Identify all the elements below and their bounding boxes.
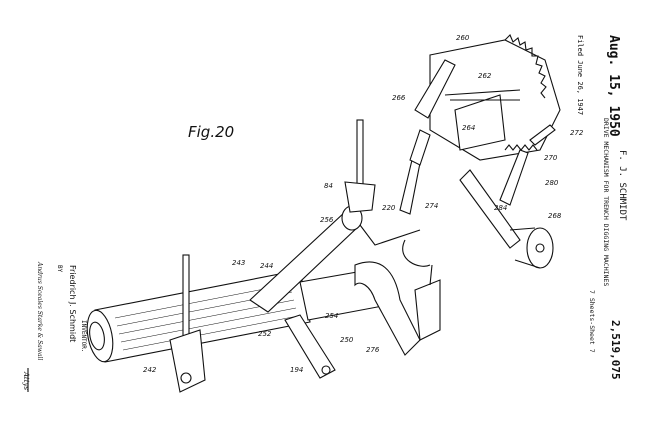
drive-shaft [86,267,389,363]
part-label-272: 272 [570,129,584,137]
attorney-signature: Andrus Sceales Starke & Sawall [36,261,43,360]
patent-title: DRIVE MECHANISM FOR TRENCH DIGGING MACHI… [602,118,610,286]
part-label-256: 256 [320,216,334,224]
sheet-count: 7 Sheets-Sheet 7 [588,290,596,353]
part-label-266: 266 [392,94,406,102]
part-label-243: 243 [232,259,245,267]
attorney-label: Attys [22,371,30,391]
part-label-252: 252 [258,330,272,338]
saw-assembly [414,34,561,269]
part-label-268: 268 [548,212,562,220]
patent-number: 2,519,075 [609,320,622,380]
part-label-194: 194 [290,366,303,374]
arm-assembly [249,119,421,313]
part-label-262: 262 [478,72,492,80]
filed-date: Filed June 26, 1947 [576,35,584,115]
part-label-280: 280 [545,179,559,187]
lever-242 [169,254,206,393]
part-label-84: 84 [324,182,333,190]
part-label-254: 254 [325,312,338,320]
part-label-242: 242 [143,366,157,374]
link-250 [284,314,336,379]
part-label-270: 270 [544,154,558,162]
rod-274 [399,129,431,267]
patent-date: Aug. 15, 1950 [606,35,621,137]
part-label-244: 244 [260,262,273,270]
inventor-heading: INVENTOR. [80,320,87,353]
arm-276 [354,261,441,356]
part-label-274: 274 [425,202,438,210]
by-label: BY [56,265,63,273]
part-label-220: 220 [382,204,396,212]
inventor-name-header: F. J. SCHMIDT [617,150,627,221]
part-label-250: 250 [340,336,354,344]
figure-label: Fig.20 [188,123,234,141]
part-label-276: 276 [366,346,380,354]
part-label-264: 264 [462,124,475,132]
part-label-260: 260 [456,34,470,42]
part-label-284: 284 [494,204,507,212]
inventor-full-name: Friedrich J. Schmidt [68,265,77,342]
